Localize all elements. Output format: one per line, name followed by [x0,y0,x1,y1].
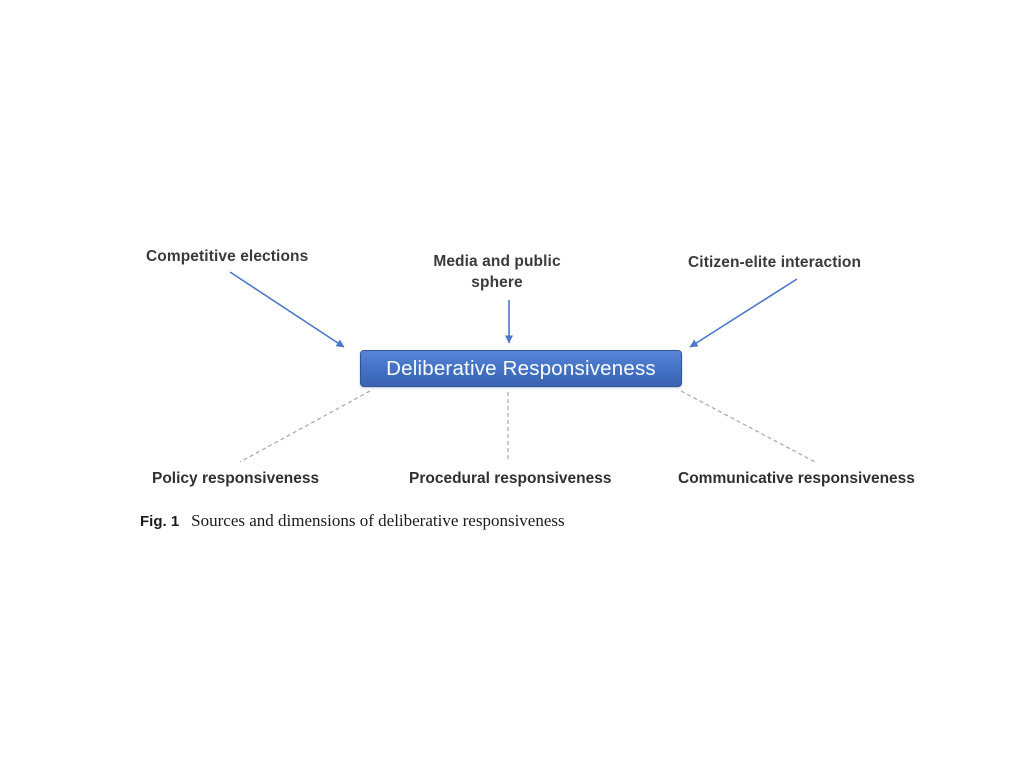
source-label-media-public-sphere: Media and public sphere [433,253,561,291]
dimension-label-policy: Policy responsiveness [152,470,320,487]
dimension-label-communicative: Communicative responsiveness [678,470,915,487]
source-label-citizen-elite-interaction: Citizen-elite interaction [688,254,862,271]
dimension-label-procedural: Procedural responsiveness [409,470,612,487]
arrow-competitive-elections [229,271,345,348]
source-label-competitive-elections: Competitive elections [146,248,309,265]
figure-caption-tag: Fig. 1 [140,513,180,530]
dashed-line-communicative [680,390,816,463]
figure-caption-text: Sources and dimensions of deliberative r… [191,511,565,530]
arrow-citizen-elite-interaction [689,278,798,348]
dashed-line-policy [239,390,371,463]
figure-caption: Fig. 1 Sources and dimensions of delibera… [140,511,565,531]
deliberative-responsiveness-box: Deliberative Responsiveness [360,350,682,387]
